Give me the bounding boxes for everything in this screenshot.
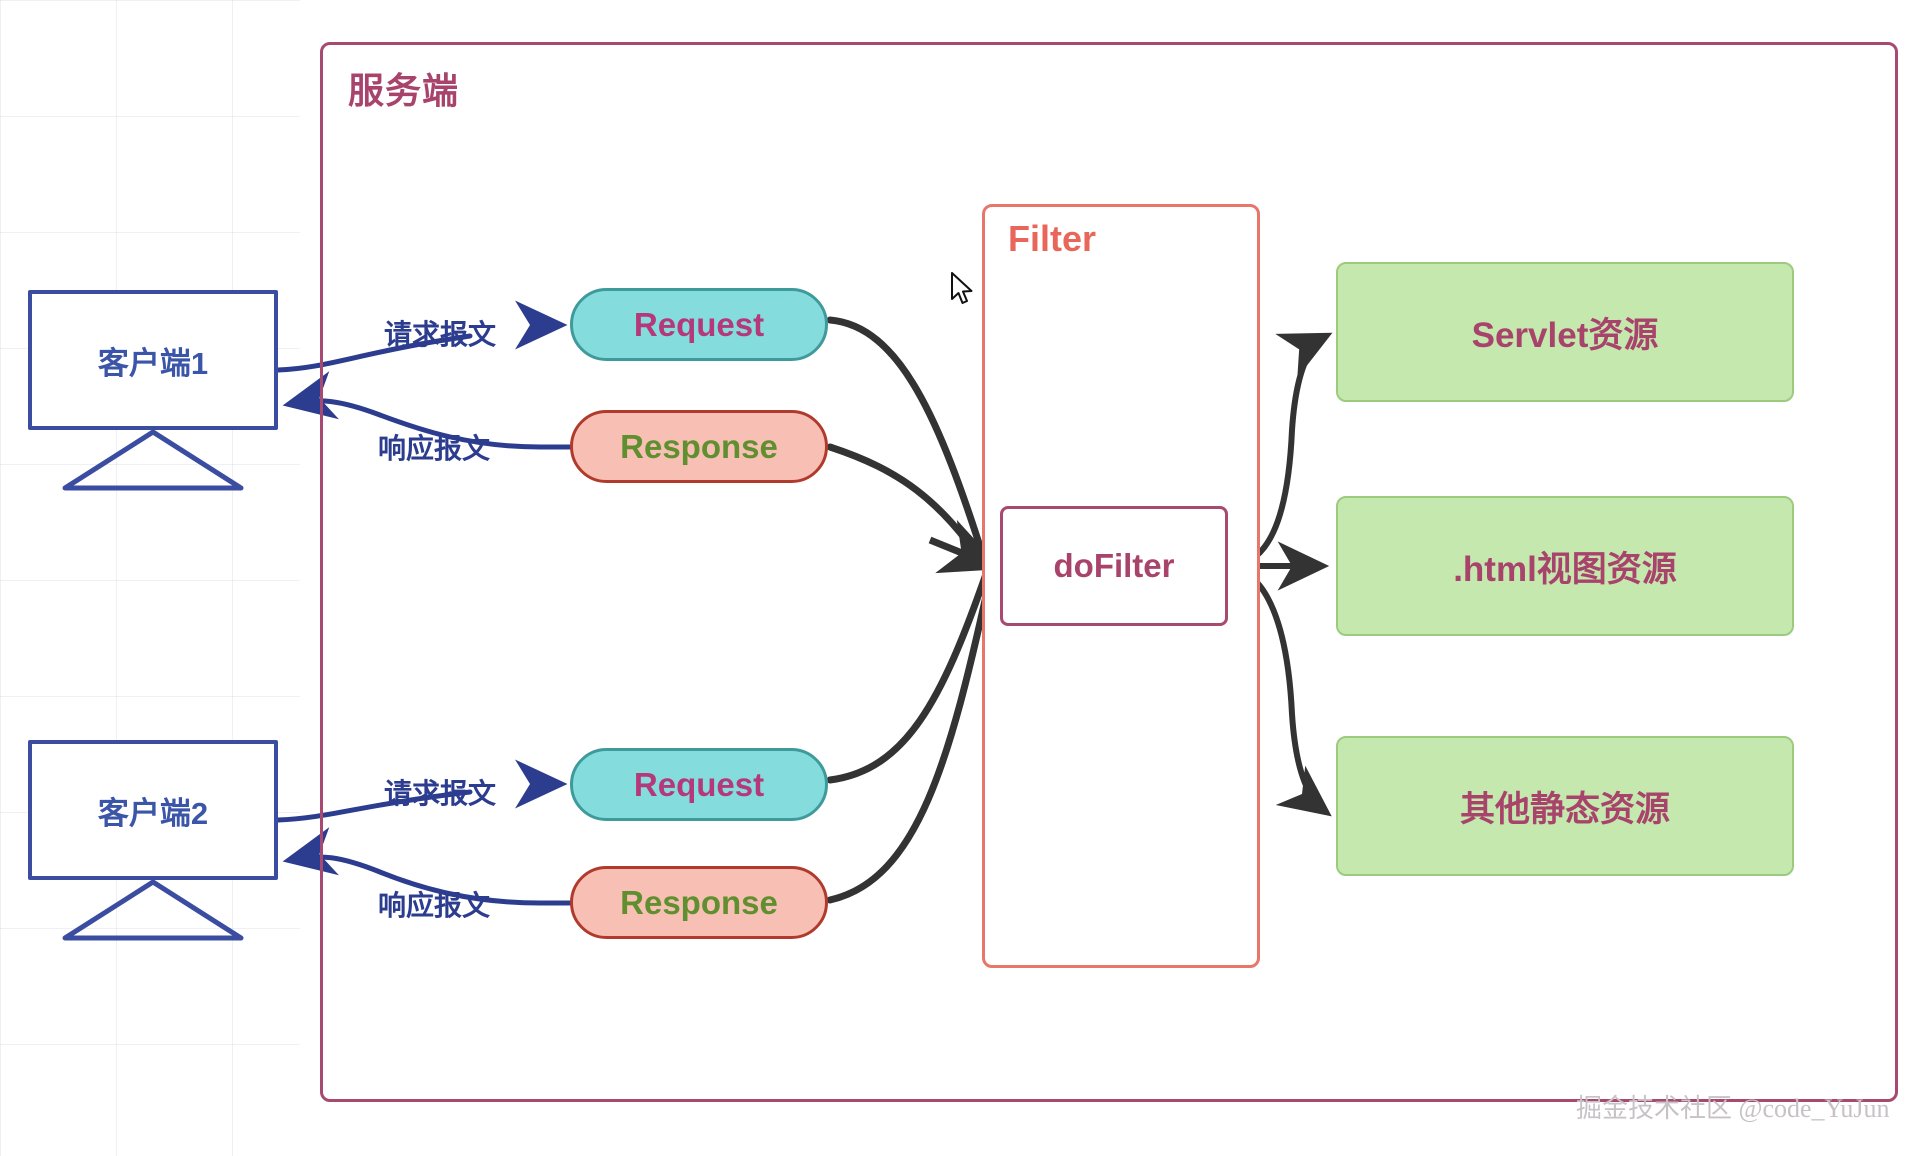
filter-title: Filter [1008,218,1097,259]
response-label-1: 响应报文 [378,433,491,464]
response-node-1[interactable]: Response [570,410,828,483]
link-client1-to-request1 [275,333,473,373]
client-2-monitor[interactable]: 客户端2 [28,740,278,880]
response-node-2-label: Response [620,883,778,921]
link-client2-to-request2 [275,789,473,823]
dofilter-label: doFilter [1053,547,1175,584]
client-1-label: 客户端1 [97,345,209,381]
resource-servlet[interactable]: Servlet资源 [1336,262,1794,402]
link-response2-tail [377,869,573,906]
resource-static-label: 其他静态资源 [1459,789,1670,829]
resource-servlet-label: Servlet资源 [1471,315,1659,355]
client-2-label: 客户端2 [97,795,209,831]
client1-stand-icon [62,429,244,491]
request-label-2: 请求报文 [384,778,497,809]
dofilter-node[interactable]: doFilter [1000,506,1228,626]
request-node-1-label: Request [633,305,765,343]
curve-request1-to-dofilter [826,316,989,566]
client2-stand-icon [62,879,244,941]
request-label-1: 请求报文 [384,319,497,350]
client-1-monitor[interactable]: 客户端1 [28,290,278,430]
response-label-2: 响应报文 [378,890,491,921]
server-container [320,42,1898,1102]
mouse-pointer-icon [951,272,973,304]
resource-static[interactable]: 其他静态资源 [1336,736,1794,876]
curve-response2-to-dofilter [826,574,994,904]
resource-html-view-label: .html视图资源 [1453,549,1677,589]
request-node-1[interactable]: Request [570,288,828,361]
arrow-into-client2 [282,827,381,876]
request-node-2-label: Request [633,765,765,803]
request-node-2[interactable]: Request [570,748,828,821]
link-response1-tail [377,412,573,450]
watermark: 掘金技术社区 @code_YuJun [1576,1094,1890,1123]
resource-html-view[interactable]: .html视图资源 [1336,496,1794,636]
arrow-into-client1 [282,371,381,420]
server-title: 服务端 [348,70,460,111]
response-node-1-label: Response [620,427,778,465]
curve-request2-to-dofilter [826,570,990,784]
response-node-2[interactable]: Response [570,866,828,939]
